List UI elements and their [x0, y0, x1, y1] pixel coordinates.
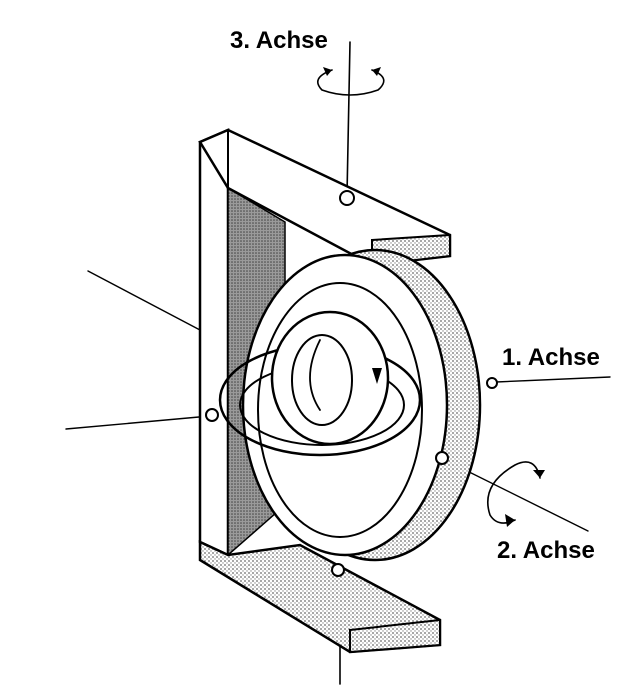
axis1-pivot-icon: [486, 377, 498, 389]
frame-vertical-plate: [198, 128, 230, 557]
axis1-line-right: [495, 376, 611, 383]
pivots: [205, 190, 498, 577]
axis3-label: 3. Achse: [230, 27, 328, 54]
axis1-label: 1. Achse: [502, 344, 600, 371]
top-pivot-icon: [339, 190, 355, 206]
left-pivot-icon: [205, 408, 219, 422]
axis2-rotation-arrow-icon: [486, 461, 541, 524]
axis2-line-left: [65, 415, 211, 430]
rotation-arrows: [316, 67, 545, 527]
rotor-arrow-icon: [372, 368, 382, 384]
axis2-label: 2. Achse: [497, 537, 595, 564]
right-pivot-icon: [435, 451, 449, 465]
axis1-line-left: [87, 270, 201, 331]
axis3-rotation-arrow-icon: [316, 69, 385, 96]
axis3-line: [346, 41, 351, 196]
rotor: [270, 310, 390, 446]
bottom-pivot-icon: [331, 563, 345, 577]
